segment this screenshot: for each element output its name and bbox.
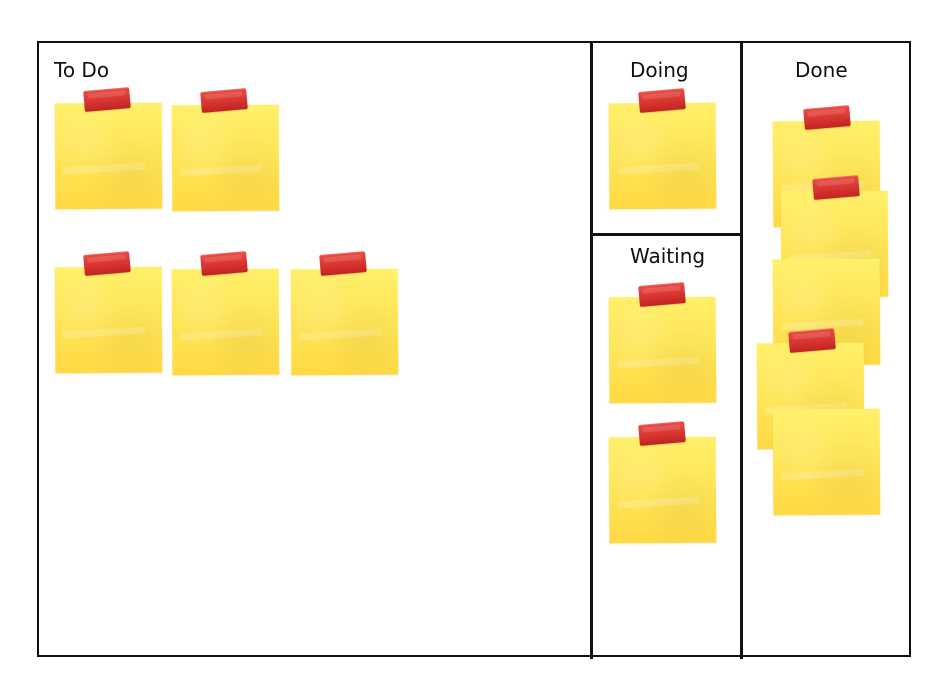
done-column-left-divider (740, 43, 743, 659)
waiting-note-2[interactable] (608, 436, 717, 544)
doing-note-1-tape (638, 88, 686, 113)
todo-note-1-tape (83, 87, 131, 112)
doing-note-1[interactable] (608, 102, 717, 210)
todo-note-2[interactable] (171, 104, 280, 212)
waiting-note-1-tape (638, 282, 686, 307)
todo-column-title: To Do (54, 58, 110, 82)
waiting-column-title: Waiting (630, 244, 706, 268)
waiting-note-2-tape (638, 421, 686, 446)
done-note-2-tape (812, 175, 860, 200)
done-note-4-tape (788, 328, 836, 353)
doing-column-left-divider (590, 43, 593, 659)
doing-column-title: Doing (630, 58, 689, 82)
todo-note-3-tape (83, 251, 131, 276)
waiting-note-1[interactable] (608, 296, 717, 404)
todo-note-2-tape (200, 88, 248, 113)
done-note-5[interactable] (772, 408, 881, 516)
todo-note-5-tape (319, 251, 367, 276)
done-column-title: Done (795, 58, 848, 82)
waiting-column-top-divider (593, 233, 740, 236)
kanban-board: To Do Doing Waiting Done (37, 41, 911, 659)
done-note-1-tape (803, 105, 851, 130)
todo-note-5[interactable] (290, 268, 399, 376)
todo-note-4[interactable] (171, 268, 280, 376)
todo-note-4-tape (200, 251, 248, 276)
todo-note-1[interactable] (54, 102, 163, 210)
todo-note-3[interactable] (54, 266, 163, 374)
